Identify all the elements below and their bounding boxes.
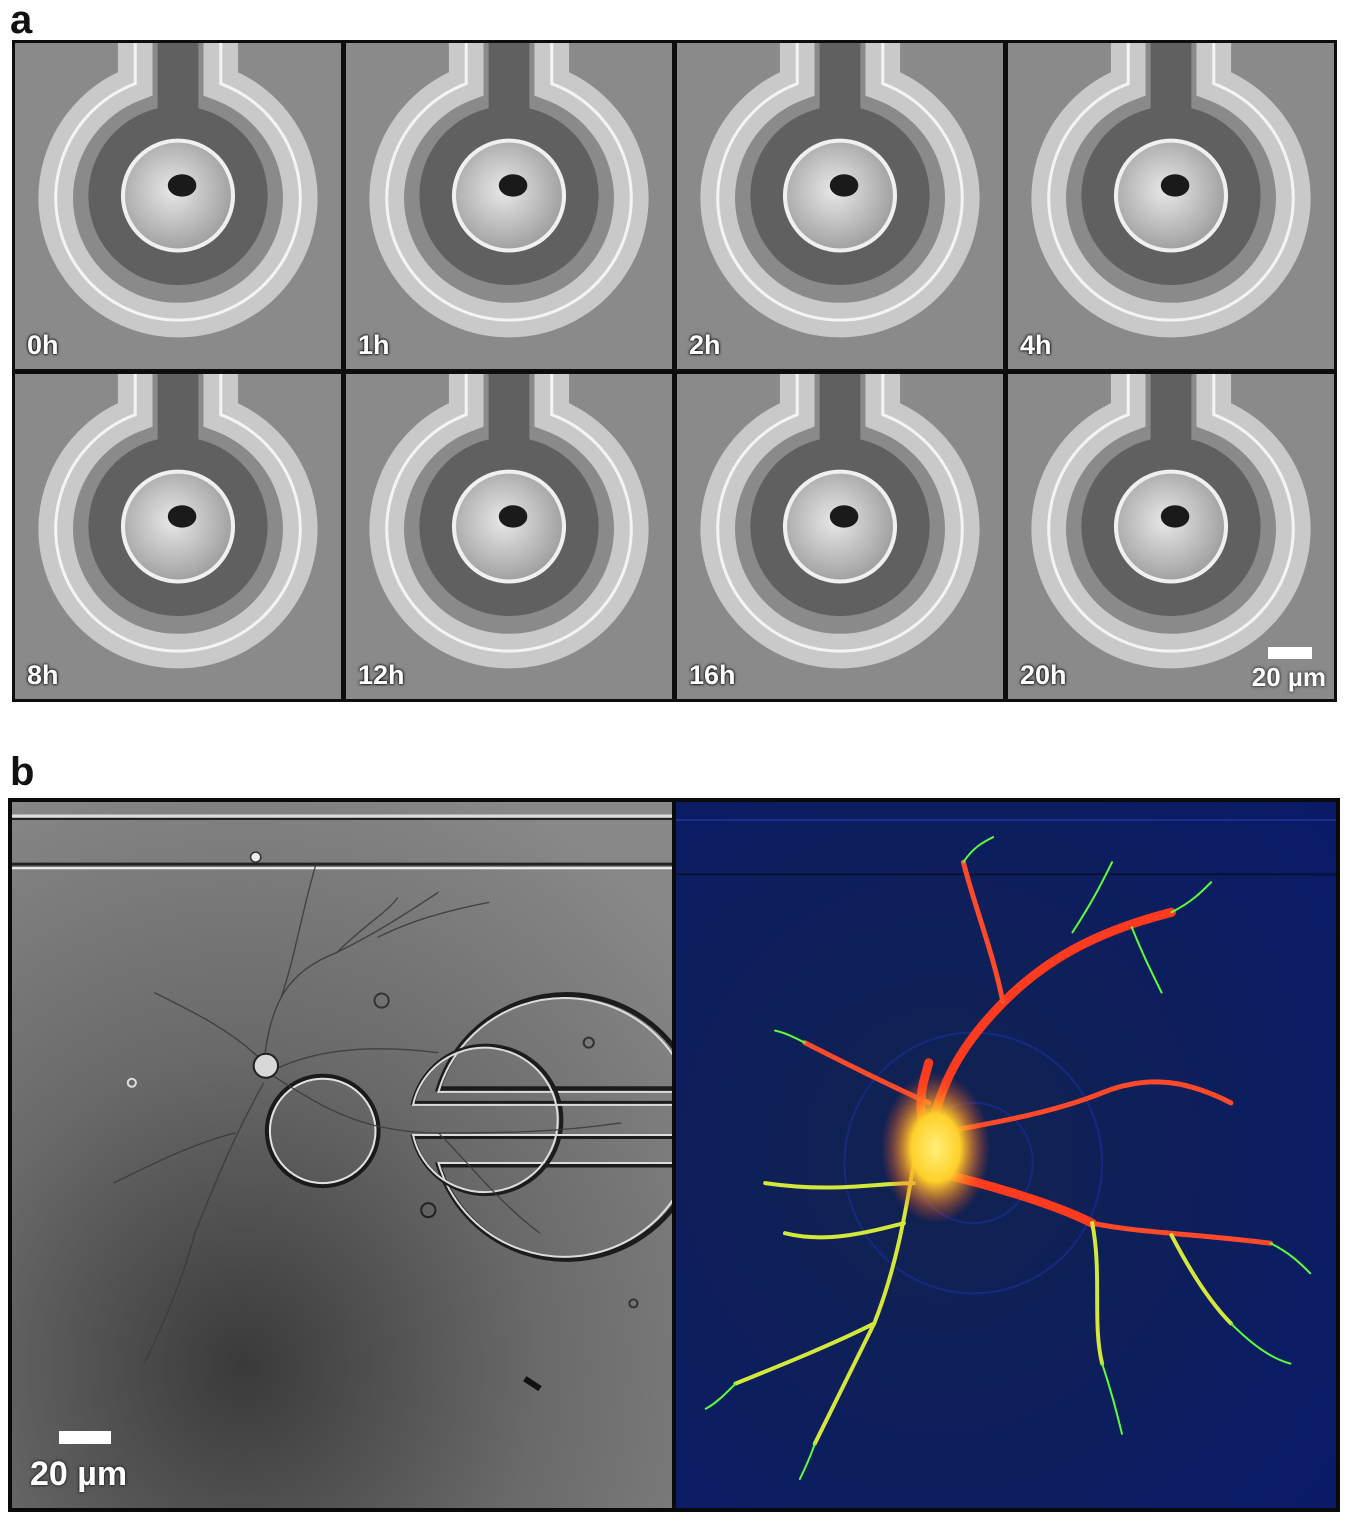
tile-20h: 20h 20 µm [1008, 373, 1334, 699]
fluorescence-image [676, 802, 1336, 1508]
scale-bar-b [59, 1431, 111, 1444]
tile-16h: 16h [677, 373, 1003, 699]
scale-bar-a-label: 20 µm [1251, 662, 1326, 692]
microstructure-illustration [346, 373, 672, 699]
microstructure-illustration [677, 43, 1003, 369]
time-label: 0h [27, 329, 59, 360]
brightfield-image: 20 µm [12, 802, 672, 1508]
microstructure-illustration [677, 373, 1003, 699]
fluorescence-illustration [676, 802, 1336, 1508]
panel-a-timelapse-grid: 0h 1h 2h 4h 8h 12h 16h 20h 20 µm [12, 40, 1337, 702]
time-label: 20h [1020, 660, 1067, 690]
tile-0h: 0h [15, 43, 341, 369]
scale-bar-a [1268, 647, 1312, 659]
time-label: 2h [689, 329, 721, 360]
panel-b-letter: b [10, 750, 35, 794]
tile-4h: 4h [1008, 43, 1334, 369]
time-label: 16h [689, 660, 736, 690]
time-label: 8h [27, 660, 59, 690]
tile-12h: 12h [346, 373, 672, 699]
microstructure-illustration [15, 373, 341, 699]
time-label: 1h [358, 329, 390, 360]
microstructure-illustration [346, 43, 672, 369]
time-label: 12h [358, 660, 405, 690]
panel-a-letter: a [10, 0, 33, 42]
microstructure-illustration [15, 43, 341, 369]
tile-2h: 2h [677, 43, 1003, 369]
time-label: 4h [1020, 329, 1052, 360]
microstructure-illustration [1008, 373, 1334, 699]
tile-1h: 1h [346, 43, 672, 369]
scale-bar-b-label: 20 µm [30, 1455, 128, 1493]
panel-b: 20 µm [8, 798, 1340, 1512]
brightfield-illustration [12, 802, 672, 1508]
tile-8h: 8h [15, 373, 341, 699]
microstructure-illustration [1008, 43, 1334, 369]
